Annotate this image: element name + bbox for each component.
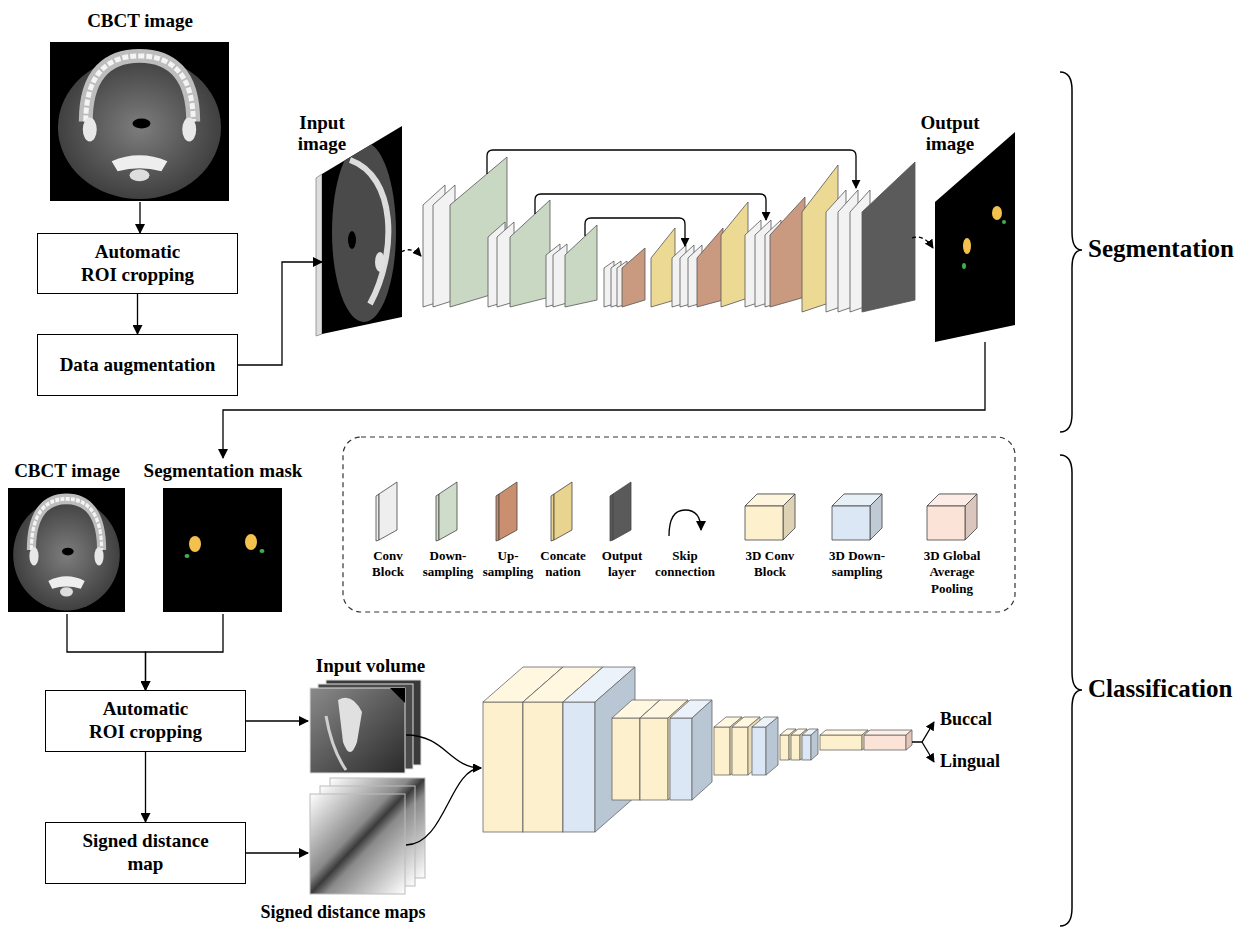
image-heading: Segmentation mask [123,460,323,481]
flow-arrow [145,752,146,822]
legend-swatch-holder [650,476,720,542]
legend-item: Output layer [594,476,650,581]
legend-swatch-board [550,478,576,542]
legend-text: Up- sampling [480,548,536,581]
legend-item: 3D Down- sampling [825,476,889,581]
class-label: Lingual [940,751,1000,773]
class-label: Buccal [940,709,992,731]
legend-text: Conv Block [360,548,416,581]
image-heading: Input volume [308,655,433,676]
legend-swatch-board [435,478,461,542]
image-panel: Segmentation mask [163,458,283,614]
legend-swatch-cube [830,492,884,542]
flow-arrow [246,720,308,721]
legend-swatch-board [609,478,635,542]
legend-swatch-board [495,478,521,542]
flow-arrow [67,614,146,690]
box-label: Data augmentation [60,354,216,377]
legend-item: 3D Conv Block [740,476,800,581]
legend-swatch-holder [535,476,591,542]
image-heading: CBCT image [50,10,230,31]
flow-arrow [139,202,140,233]
legend-swatch-holder [740,476,800,542]
legend-swatch-holder [825,476,889,542]
legend-text: 3D Down- sampling [825,548,889,581]
process-box: Automatic ROI cropping [45,690,246,752]
image-panel: Input image [322,112,402,334]
process-box: Signed distance map [45,822,246,884]
image-panel: Output image [935,112,1017,342]
legend-item: Skip connection [650,476,720,581]
box-label: Automatic ROI cropping [86,698,206,744]
image-heading: Signed distance maps [248,902,438,923]
legend-text: 3D Conv Block [740,548,800,581]
legend-text: 3D Global Average Pooling [917,548,987,597]
box-label: Automatic ROI cropping [78,241,198,287]
image-panel: Input volume [308,655,433,775]
legend-swatch-cube [743,492,797,542]
legend-swatch-arrow [663,502,707,542]
image-panel: Signed distance maps [308,776,433,926]
legend-text: Skip connection [650,548,720,581]
legend-swatch-holder [420,476,476,542]
legend-swatch-holder [917,476,987,542]
image-panel: CBCT image [50,10,230,202]
section-label: Classification [1088,674,1232,704]
legend-text: Down- sampling [420,548,476,581]
flow-arrow [146,614,224,690]
section-label: Segmentation [1088,234,1234,264]
image-panel: CBCT image [8,460,126,614]
legend-swatch-cube [925,492,979,542]
flow-arrow [137,294,138,334]
legend-item: 3D Global Average Pooling [917,476,987,597]
flow-arrow [223,342,985,458]
legend-text: Concate nation [535,548,591,581]
legend-swatch-holder [360,476,416,542]
legend-item: Concate nation [535,476,591,581]
legend-swatch-board [375,478,401,542]
legend-swatch-holder [594,476,650,542]
legend-item: Down- sampling [420,476,476,581]
image-heading: Input image [295,112,349,154]
legend-text: Output layer [594,548,650,581]
legend-swatch-holder [480,476,536,542]
legend-item: Up- sampling [480,476,536,581]
flow-arrow [238,262,322,365]
process-box: Data augmentation [37,334,238,396]
legend-item: Conv Block [360,476,416,581]
image-heading: CBCT image [0,460,136,481]
process-box: Automatic ROI cropping [37,233,238,294]
box-label: Signed distance map [71,830,221,876]
image-heading: Output image [917,112,983,154]
flow-arrow [246,852,308,853]
